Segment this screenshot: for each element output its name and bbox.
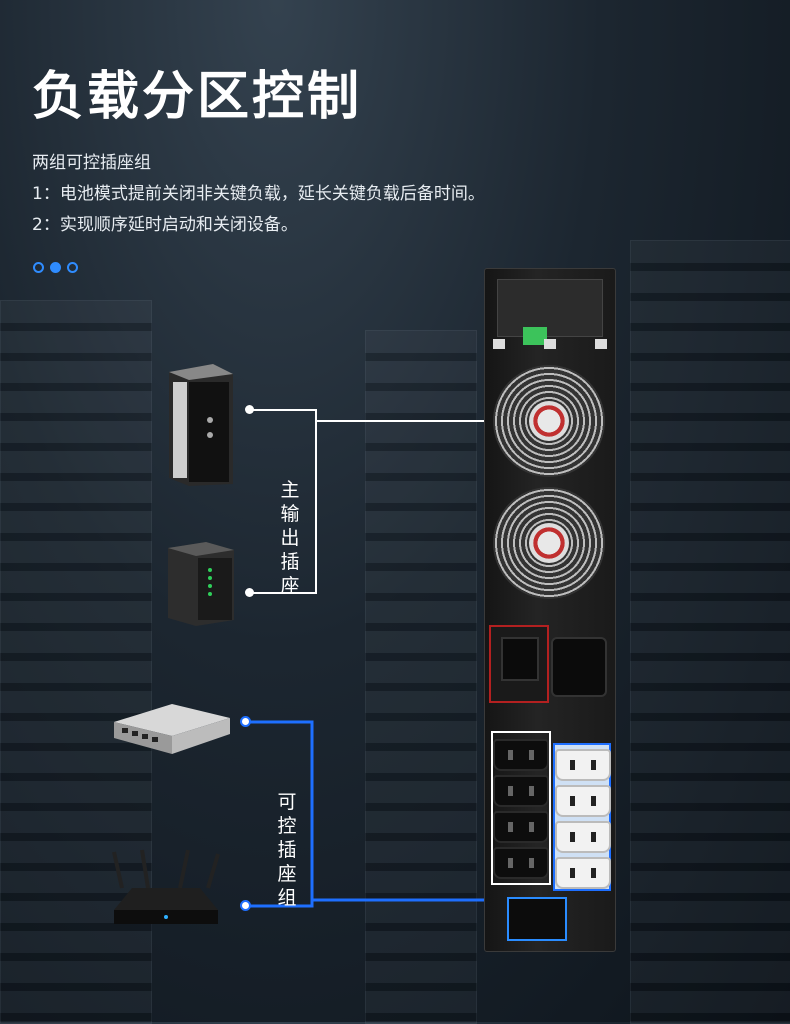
ups-rear-panel [484,268,616,952]
ups-battery-connector [551,637,607,697]
main-output-pin-top [245,405,254,414]
controllable-socket-2 [555,785,611,817]
ups-input-group [489,625,549,703]
controllable-socket-3 [555,821,611,853]
page-title: 负载分区控制 [32,67,363,127]
ups-input-socket [501,637,539,681]
intro-text: 两组可控插座组 1：电池模式提前关闭非关键负载，延长关键负载后备时间。 2：实现… [32,148,485,241]
ups-port-row [493,339,607,355]
controllable-socket-group [553,743,611,891]
main-output-socket-3 [493,811,549,843]
wifi-router-icon [112,849,220,924]
controllable-pin-bottom [240,900,251,911]
main-output-socket-2 [493,775,549,807]
intro-heading: 两组可控插座组 [32,153,151,173]
pager-dot-2[interactable] [50,262,61,273]
background-rack-right [630,240,790,1024]
controllable-socket-4 [555,857,611,889]
network-switch-icon [114,704,230,754]
controllable-pin-top [240,716,251,727]
controllable-socket-1 [555,749,611,781]
background-rack-center [365,330,477,1024]
controllable-group-label: 可控插座组 [277,791,297,909]
server-tower-icon [169,364,233,486]
main-output-socket-4 [493,847,549,879]
ups-terminal-block [523,327,547,345]
ups-slot-cover [497,279,603,337]
intro-point-2: 2：实现顺序延时启动和关闭设备。 [32,215,298,235]
main-output-socket-group [491,731,551,885]
main-output-pin-bottom [245,588,254,597]
pager-dots [33,262,78,273]
main-output-label: 主输出插座 [280,479,300,597]
ups-fan-bottom [493,487,605,599]
nas-enclosure-icon [168,542,234,626]
ups-ac-inlet [507,897,567,941]
pager-dot-1[interactable] [33,262,44,273]
main-output-socket-1 [493,739,549,771]
intro-point-1: 1：电池模式提前关闭非关键负载，延长关键负载后备时间。 [32,184,485,204]
ups-fan-top [493,365,605,477]
pager-dot-3[interactable] [67,262,78,273]
